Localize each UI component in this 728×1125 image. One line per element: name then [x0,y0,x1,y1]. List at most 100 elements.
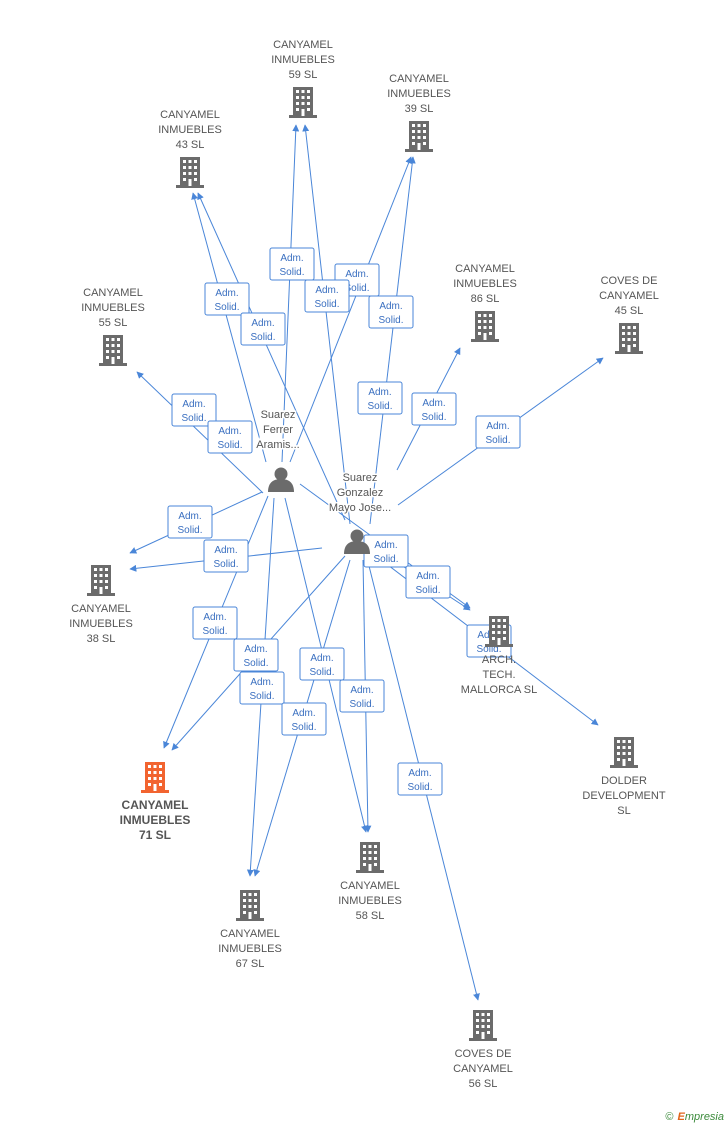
company-label-line: INMUEBLES [453,278,517,290]
role-badge[interactable]: Adm.Solid. [405,565,451,599]
role-label-line: Adm. [280,253,303,264]
company-label-line: CANYAMEL [453,1063,513,1075]
role-label-line: Solid. [291,722,316,733]
company-label-line: INMUEBLES [120,813,191,827]
role-label-line: Adm. [251,318,274,329]
building-icon [236,890,264,921]
role-badge[interactable]: Adm.Solid. [304,279,350,313]
person-node-p1[interactable]: SuarezFerrerAramis... [255,408,301,492]
company-label-line: COVES DE [455,1048,512,1060]
company-node-c38[interactable]: CANYAMEL INMUEBLES 38 SL [69,565,133,645]
role-label-line: Solid. [309,667,334,678]
role-label-line: Solid. [213,559,238,570]
role-label-line: Adm. [214,545,237,556]
role-label-line: Adm. [345,269,368,280]
person-label-line: Mayo Jose... [329,502,391,514]
edge-p2-c43 [197,192,346,521]
company-label-line: CANYAMEL [389,73,449,85]
role-label-line: Adm. [292,708,315,719]
role-label-line: Solid. [476,644,501,655]
edge-p1-c39 [289,156,412,463]
roles-layer: Adm. Solid. Adm. Solid. Adm. Solid. Adm. Solid.… [167,247,521,796]
role-label-line: Adm. [250,677,273,688]
role-badge[interactable]: Adm. Solid. [339,679,385,713]
role-badge[interactable]: Adm.Solid. [171,393,217,427]
company-label-line: 86 SL [471,293,500,305]
role-badge[interactable]: Adm. Solid. [239,671,285,705]
company-label-line: CANYAMEL [83,287,143,299]
company-label-line: 71 SL [139,828,171,842]
edge-p2-c59 [302,124,351,525]
building-icon [356,842,384,873]
company-label-line: 38 SL [87,633,116,645]
edge-p1-c55 [136,371,264,494]
role-badge[interactable]: Adm.Solid. [192,606,238,640]
role-badge[interactable]: Adm. Solid. [281,702,327,736]
company-label-line: 45 SL [615,305,644,317]
role-badge[interactable]: Adm.Solid. [207,420,253,454]
role-badge[interactable]: Adm.Solid. [204,282,250,316]
company-label-line: 55 SL [99,317,128,329]
edge-p2-c39 [369,156,416,525]
company-label-line: INMUEBLES [158,124,222,136]
role-badge[interactable]: Adm.Solid. [475,415,521,449]
role-label-line: Solid. [181,413,206,424]
role-label-line: Solid. [249,691,274,702]
role-label-line: Solid. [415,585,440,596]
company-label-line: 59 SL [289,69,318,81]
role-badge[interactable]: Adm.Solid. [411,392,457,426]
role-badge[interactable]: Adm.Solid. [397,762,443,796]
role-badge[interactable]: Adm.Solid. [357,381,403,415]
footer-brand: ©Empresia [665,1111,724,1123]
role-label-line: Solid. [202,626,227,637]
company-label-line: INMUEBLES [69,618,133,630]
person-label-line: Ferrer [263,424,293,436]
role-label-line: Adm. [368,387,391,398]
role-label-line: Solid. [349,699,374,710]
company-node-carch[interactable]: ARCH.TECH.MALLORCA SL [461,616,537,696]
role-badge[interactable]: Adm.Solid. [363,534,409,568]
role-label-line: Adm. [350,685,373,696]
person-label-line: Aramis... [256,439,299,451]
building-icon [87,565,115,596]
building-icon [615,323,643,354]
copyright-symbol: © [665,1111,674,1123]
role-label-line: Adm. [215,288,238,299]
role-badge[interactable]: Adm.Solid. [269,247,315,281]
role-label-line: Solid. [314,299,339,310]
company-label-line: ARCH. [482,654,516,666]
company-label-line: COVES DE [601,275,658,287]
role-badge[interactable]: Adm. Solid. [240,312,286,346]
company-label-line: 67 SL [236,958,265,970]
company-label-line: 39 SL [405,103,434,115]
role-badge[interactable]: Adm.Solid. [233,638,279,672]
company-label-line: TECH. [483,669,516,681]
role-badge[interactable]: Adm.Solid. [167,505,213,539]
role-label-line: Adm. [408,768,431,779]
role-label-line: Adm. [379,301,402,312]
company-label-line: CANYAMEL [71,603,131,615]
building-icon [471,311,499,342]
brand-initial: E [677,1111,685,1123]
role-badge[interactable]: Adm.Solid. [368,295,414,329]
role-badge[interactable]: Adm. Solid. [203,539,249,573]
role-label-line: Solid. [250,332,275,343]
edge-p1-c59 [281,124,300,463]
role-label-line: Solid. [217,440,242,451]
role-label-line: Adm. [486,421,509,432]
company-label-line: DOLDER [601,775,647,787]
role-badge[interactable]: Adm.Solid. [299,647,345,681]
